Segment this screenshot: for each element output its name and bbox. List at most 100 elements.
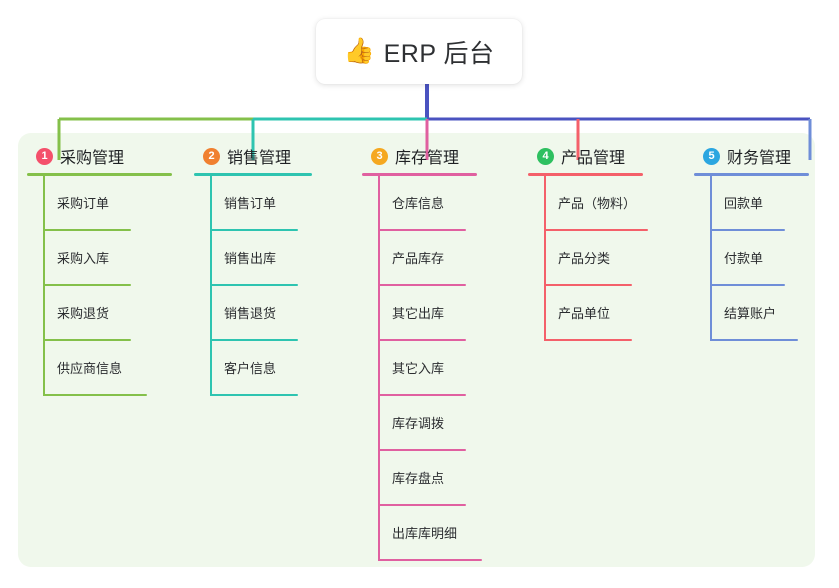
branch-spine xyxy=(378,176,380,561)
branch-item[interactable]: 付款单 xyxy=(694,231,809,286)
branch-item-rule xyxy=(210,394,298,396)
branch-item-rule xyxy=(710,339,798,341)
branch-item[interactable]: 其它入库 xyxy=(362,341,477,396)
branch-header[interactable]: 4 产品管理 xyxy=(528,144,643,168)
branch-title: 产品管理 xyxy=(561,150,626,167)
branch-item-label: 产品分类 xyxy=(558,251,611,266)
branch-number-badge: 4 xyxy=(537,147,554,165)
branch-item-rule xyxy=(378,229,466,231)
root-node-title: ERP 后台 xyxy=(383,39,495,68)
branch-header[interactable]: 2 销售管理 xyxy=(194,144,312,168)
branch-item[interactable]: 回款单 xyxy=(694,176,809,231)
branch-item-label: 采购退货 xyxy=(57,306,110,321)
branch-item-label: 产品单位 xyxy=(558,306,611,321)
branch-item[interactable]: 采购入库 xyxy=(27,231,172,286)
branch-item[interactable]: 其它出库 xyxy=(362,286,477,341)
branch-spine xyxy=(710,176,712,341)
thumbs-up-icon: 👍 xyxy=(343,37,375,65)
branch-item-rule xyxy=(378,449,466,451)
branch-item-rule xyxy=(210,229,298,231)
branch-header[interactable]: 5 财务管理 xyxy=(694,144,809,168)
branch-number-badge: 1 xyxy=(36,147,53,165)
branch-item-rule xyxy=(43,394,147,396)
branch-item[interactable]: 销售订单 xyxy=(194,176,312,231)
branch-item-label: 产品（物料） xyxy=(558,196,637,211)
branch-item[interactable]: 产品库存 xyxy=(362,231,477,286)
branch-item-list: 产品（物料） 产品分类产品单位 xyxy=(528,176,648,341)
branch-item[interactable]: 库存调拨 xyxy=(362,396,477,451)
branch-item-rule xyxy=(378,284,466,286)
branch-number-badge: 2 xyxy=(203,147,220,165)
branch-item-rule xyxy=(210,284,298,286)
branch-title: 库存管理 xyxy=(395,150,460,167)
branch-item-rule xyxy=(544,284,632,286)
branch-item[interactable]: 采购订单 xyxy=(27,176,172,231)
branch-item-label: 客户信息 xyxy=(224,361,277,376)
branch-item-rule xyxy=(210,339,298,341)
branch-item-rule xyxy=(544,339,632,341)
branch-spine xyxy=(210,176,212,396)
branch-item-label: 采购订单 xyxy=(57,196,110,211)
branch-item-rule xyxy=(378,339,466,341)
branch-item-label: 产品库存 xyxy=(392,251,445,266)
branch-item[interactable]: 结算账户 xyxy=(694,286,809,341)
branch-item-label: 回款单 xyxy=(724,196,764,211)
branch-item-rule xyxy=(710,229,785,231)
branch-item-list: 销售订单销售出库销售退货客户信息 xyxy=(194,176,312,396)
branch-header[interactable]: 3 库存管理 xyxy=(362,144,477,168)
branch-item-label: 供应商信息 xyxy=(57,361,123,376)
branch-item[interactable]: 销售退货 xyxy=(194,286,312,341)
branch-item[interactable]: 产品分类 xyxy=(528,231,643,286)
branch-item-rule xyxy=(710,284,785,286)
branch-number-badge: 3 xyxy=(371,147,388,165)
branch-item-rule xyxy=(43,229,131,231)
branch-column-采购管理[interactable]: 1 采购管理采购订单采购入库采购退货供应商信息 xyxy=(27,144,172,396)
branch-item-label: 销售退货 xyxy=(224,306,277,321)
branch-item-label: 其它入库 xyxy=(392,361,445,376)
branch-item-rule xyxy=(544,229,648,231)
branch-item[interactable]: 库存盘点 xyxy=(362,451,477,506)
branch-item-label: 结算账户 xyxy=(724,306,777,321)
branch-column-库存管理[interactable]: 3 库存管理仓库信息产品库存其它出库其它入库库存调拨库存盘点出库库明细 xyxy=(362,144,482,561)
branch-header-rule xyxy=(27,173,172,176)
branch-title: 财务管理 xyxy=(727,150,792,167)
branch-column-销售管理[interactable]: 2 销售管理销售订单销售出库销售退货客户信息 xyxy=(194,144,312,396)
branch-item-rule xyxy=(378,394,466,396)
branch-item[interactable]: 采购退货 xyxy=(27,286,172,341)
branch-column-产品管理[interactable]: 4 产品管理产品（物料） 产品分类产品单位 xyxy=(528,144,648,341)
branch-item-rule xyxy=(43,284,131,286)
root-node-card[interactable]: 👍 ERP 后台 xyxy=(316,19,522,84)
branch-header[interactable]: 1 采购管理 xyxy=(27,144,172,168)
branch-item-list: 回款单付款单结算账户 xyxy=(694,176,809,341)
branch-item-list: 仓库信息产品库存其它出库其它入库库存调拨库存盘点出库库明细 xyxy=(362,176,482,561)
branch-item-label: 仓库信息 xyxy=(392,196,445,211)
branch-item[interactable]: 销售出库 xyxy=(194,231,312,286)
branch-item[interactable]: 出库库明细 xyxy=(362,506,482,561)
branch-item-label: 销售订单 xyxy=(224,196,277,211)
branch-item[interactable]: 产品单位 xyxy=(528,286,643,341)
branch-column-财务管理[interactable]: 5 财务管理回款单付款单结算账户 xyxy=(694,144,809,341)
branch-item-label: 销售出库 xyxy=(224,251,277,266)
branch-item[interactable]: 产品（物料） xyxy=(528,176,648,231)
branch-title: 采购管理 xyxy=(60,150,125,167)
branch-number-badge: 5 xyxy=(703,147,720,165)
branch-header-rule xyxy=(362,173,477,176)
branch-item[interactable]: 客户信息 xyxy=(194,341,312,396)
branch-header-rule xyxy=(694,173,809,176)
branch-item-label: 出库库明细 xyxy=(392,526,458,541)
branch-item-rule xyxy=(43,339,131,341)
branch-item-list: 采购订单采购入库采购退货供应商信息 xyxy=(27,176,172,396)
branch-spine xyxy=(43,176,45,396)
branch-item-rule xyxy=(378,504,466,506)
branch-item[interactable]: 供应商信息 xyxy=(27,341,172,396)
branch-item-rule xyxy=(378,559,482,561)
branch-title: 销售管理 xyxy=(227,150,292,167)
branches-background-panel xyxy=(18,133,815,567)
branch-spine xyxy=(544,176,546,341)
branch-header-rule xyxy=(194,173,312,176)
branch-item[interactable]: 仓库信息 xyxy=(362,176,477,231)
branch-item-label: 付款单 xyxy=(724,251,764,266)
branch-header-rule xyxy=(528,173,643,176)
